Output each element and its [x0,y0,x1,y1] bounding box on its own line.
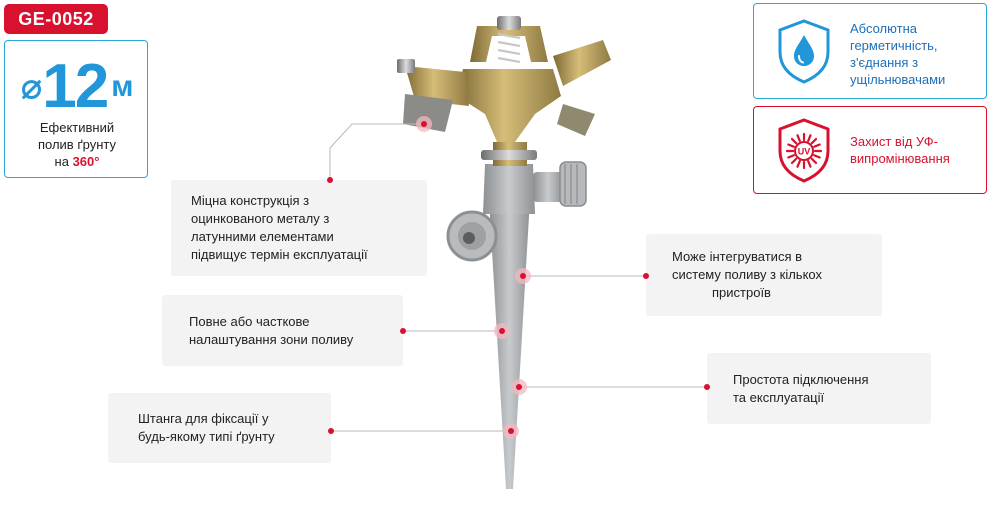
range-degrees: 360° [72,154,100,169]
impact-head [457,69,561,142]
feature-sealing-text: Абсолютна герметичність, з'єднання з ущі… [850,20,980,88]
uv-icon-label: UV [798,147,811,157]
feature-sealing-line3: з'єднання з [850,55,919,70]
callout-stake-line1: Штанга для фіксації у [138,411,269,426]
callout-construction: Міцна конструкція з оцинкованого металу … [171,180,427,276]
callout-integration: Може інтегруватися в систему поливу з кі… [646,234,882,316]
callout-integration-line3: пристроїв [712,285,771,300]
uv-sun-icon: UV [778,118,830,183]
feature-sealing-line2: герметичність, [850,38,938,53]
callout-construction-line3: латунними елементами [191,229,334,244]
range-unit: м [111,69,134,103]
sprinkler-body [483,164,535,214]
callout-simplicity-line2: та експлуатації [733,389,825,405]
range-value: 12 [42,52,109,121]
hose-connector [533,172,563,202]
feature-uv-text: Захист від УФ- випромінювання [850,133,980,167]
callout-stake: Штанга для фіксації у будь-якому типі ґр… [108,393,331,463]
range-description: Ефективний полив ґрунту на 360° [5,119,149,170]
feature-sealing-line4: ущільнювачами [850,72,946,87]
callout-zone-line1: Повне або часткове [189,313,310,329]
water-drop-icon [778,19,830,84]
callout-zone: Повне або часткове налаштування зони пол… [162,295,403,366]
callout-simplicity: Простота підключення та експлуатації [707,353,931,424]
range-desc-prefix: на [54,154,73,169]
callout-integration-line1: Може інтегруватися в [672,249,803,264]
range-desc-line2: полив ґрунту [37,137,117,152]
range-desc-line3: на 360° [5,153,149,170]
callout-construction-line1: Міцна конструкція з [191,193,310,208]
range-desc-line1: Ефективний [39,120,115,135]
callout-zone-line2: налаштування зони поливу [189,331,354,347]
callout-construction-line4: підвищує термін експлуатації [191,247,368,262]
feature-uv-line2: випромінювання [850,151,950,166]
feature-card-uv: UV Захист від УФ- випромінювання [753,106,987,194]
callout-simplicity-line1: Простота підключення [733,371,869,387]
feature-sealing-line1: Абсолютна [850,21,917,36]
callout-stake-line2: будь-якому типі ґрунту [138,429,275,444]
diameter-symbol: ⌀ [20,65,43,107]
feature-uv-line1: Захист від УФ- [850,134,938,149]
callout-construction-line2: оцинкованого металу з [191,211,330,226]
feature-card-sealing: Абсолютна герметичність, з'єднання з ущі… [753,3,987,99]
product-code-badge: GE-0052 [4,4,108,34]
callout-integration-line2: систему поливу з кількох [672,267,822,282]
